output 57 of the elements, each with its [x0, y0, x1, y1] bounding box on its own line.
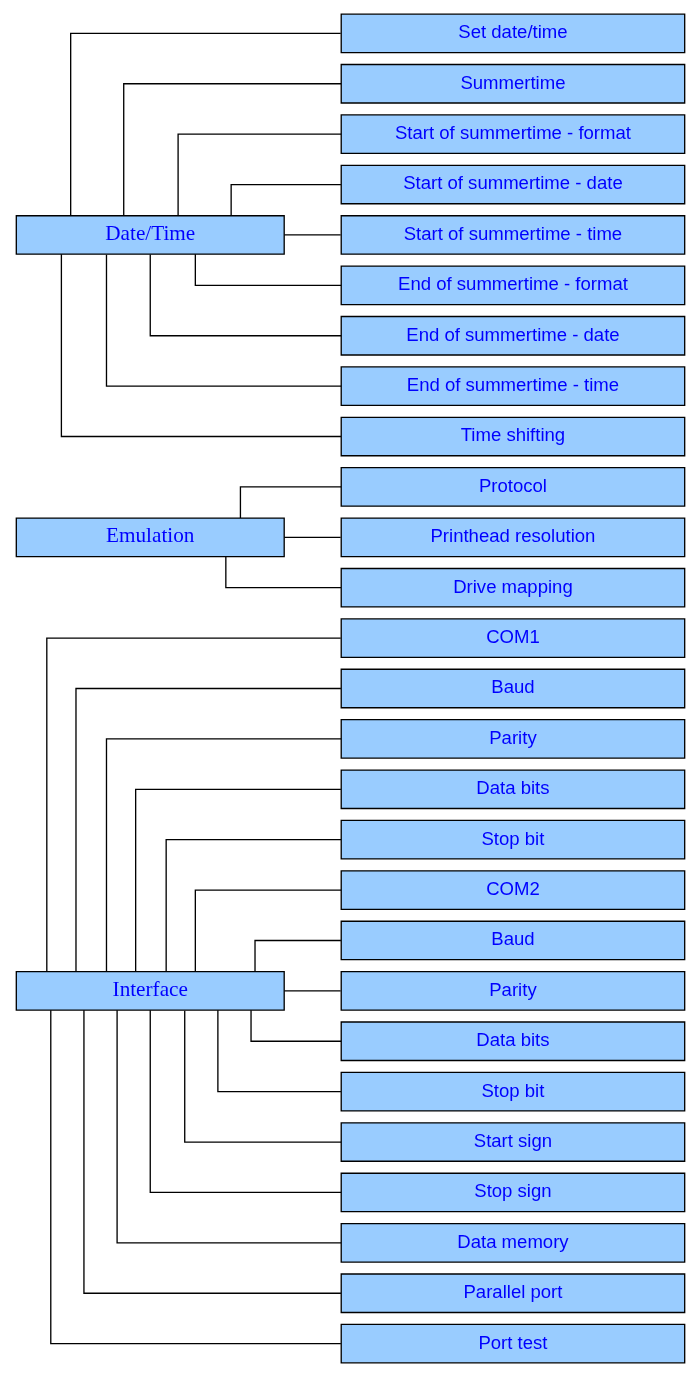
- connector: [134, 788, 342, 973]
- node-box: Data bits: [340, 1021, 685, 1062]
- node-box: Port test: [340, 1323, 685, 1364]
- node-box: Stop bit: [340, 1071, 685, 1112]
- connector: [253, 939, 342, 973]
- connector: [122, 83, 342, 216]
- connector: [105, 738, 342, 973]
- connector: [149, 253, 342, 337]
- node-box: Parallel port: [340, 1273, 685, 1314]
- node-box: COM1: [340, 618, 685, 658]
- node-box: Start of summertime - time: [340, 215, 685, 255]
- connector: [249, 1009, 342, 1042]
- node-box: Set date/time: [340, 13, 685, 54]
- node-box: Parity: [340, 719, 685, 759]
- connector: [105, 254, 342, 387]
- connector: [69, 32, 341, 217]
- node-box: End of summertime - format: [340, 265, 685, 306]
- node-box: Data bits: [340, 769, 685, 810]
- connector: [74, 687, 342, 973]
- connector: [194, 889, 342, 973]
- node-box: Stop bit: [340, 819, 685, 860]
- node-box: Start of summertime - date: [340, 164, 685, 205]
- connector: [82, 1009, 342, 1294]
- connector: [149, 1009, 342, 1194]
- connector: [60, 253, 342, 438]
- node-box: End of summertime - time: [340, 366, 685, 407]
- node-box: Stop sign: [340, 1172, 685, 1213]
- node-box: Date/Time: [15, 215, 285, 255]
- node-box: Drive mapping: [340, 567, 685, 608]
- node-box: Emulation: [15, 517, 285, 558]
- connector: [194, 253, 342, 286]
- node-box: Protocol: [340, 467, 685, 507]
- connector: [49, 1009, 342, 1345]
- node-box: Printhead resolution: [340, 517, 685, 558]
- connector: [115, 1009, 342, 1244]
- node-box: Data memory: [340, 1222, 685, 1263]
- connector: [183, 1009, 342, 1143]
- node-box: Baud: [340, 668, 685, 709]
- node-box: Start sign: [340, 1122, 685, 1162]
- connector: [283, 990, 341, 992]
- connector: [283, 234, 341, 236]
- connector: [176, 133, 342, 217]
- connector: [229, 183, 342, 217]
- node-box: Time shifting: [340, 416, 685, 457]
- node-box: Baud: [340, 920, 685, 961]
- connector: [216, 1009, 342, 1093]
- connector: [239, 486, 342, 519]
- node-box: Summertime: [340, 63, 685, 104]
- connector: [45, 637, 341, 973]
- node-box: Parity: [340, 970, 685, 1011]
- connector: [283, 536, 341, 538]
- node-box: Interface: [15, 970, 285, 1011]
- node-box: Start of summertime - format: [340, 114, 685, 155]
- connector: [165, 839, 342, 972]
- connector: [224, 556, 342, 589]
- node-box: COM2: [340, 870, 685, 910]
- node-box: End of summertime - date: [340, 315, 685, 356]
